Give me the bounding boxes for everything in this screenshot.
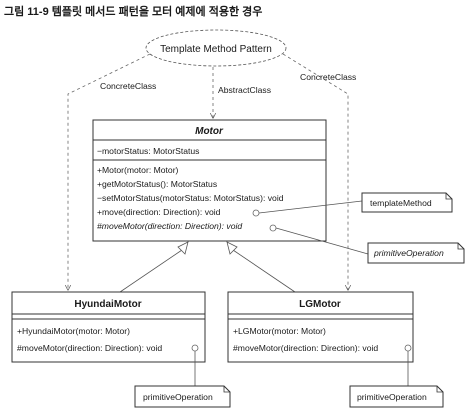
pattern-ellipse	[145, 29, 287, 67]
note-primitive-operation-hyundai: primitiveOperation	[134, 385, 231, 408]
connector-circle	[404, 344, 412, 352]
motor-operation: +move(direction: Direction): void	[97, 207, 221, 217]
hyundai-operation: #moveMotor(direction: Direction): void	[17, 343, 162, 353]
figure-caption: 그림 11-9 템플릿 메서드 패턴을 모터 예제에 적용한 경우	[4, 4, 262, 18]
lg-motor-class: LGMotor +LGMotor(motor: Motor) #moveMoto…	[227, 291, 414, 363]
lg-operation: +LGMotor(motor: Motor)	[233, 326, 326, 336]
motor-operation: +getMotorStatus(): MotorStatus	[97, 179, 217, 189]
inheritance-arrowhead	[177, 241, 189, 255]
hyundai-motor-class: HyundaiMotor +HyundaiMotor(motor: Motor)…	[11, 291, 206, 363]
note-link	[258, 200, 363, 214]
inheritance-line-lg	[232, 249, 296, 293]
lg-motor-class-name: LGMotor	[299, 299, 341, 310]
role-line-left	[68, 53, 151, 290]
role-label-middle: AbstractClass	[218, 85, 271, 95]
note-primitive-operation-lg-text: primitiveOperation	[357, 392, 427, 402]
hyundai-operation: +HyundaiMotor(motor: Motor)	[17, 326, 130, 336]
motor-attribute: −motorStatus: MotorStatus	[97, 146, 199, 156]
note-template-method-text: templateMethod	[370, 198, 432, 208]
role-line-right	[282, 53, 348, 290]
motor-operation: −setMotorStatus(motorStatus: MotorStatus…	[97, 193, 284, 203]
motor-class-name: Motor	[195, 126, 224, 137]
pattern-name: Template Method Pattern	[160, 44, 272, 55]
lg-operation: #moveMotor(direction: Direction): void	[233, 343, 378, 353]
motor-class: Motor −motorStatus: MotorStatus +Motor(m…	[92, 119, 327, 242]
inheritance-arrowhead	[226, 241, 238, 255]
note-primitive-operation-motor: primitiveOperation	[367, 242, 465, 264]
hyundai-motor-class-name: HyundaiMotor	[74, 299, 141, 310]
motor-operation-abstract: #moveMotor(direction: Direction): void	[97, 221, 242, 231]
role-label-right: ConcreteClass	[300, 72, 356, 82]
connector-circle	[252, 209, 260, 217]
inheritance-line-hyundai	[119, 249, 183, 293]
note-primitive-operation-lg: primitiveOperation	[349, 385, 444, 408]
motor-operation: +Motor(motor: Motor)	[97, 165, 179, 175]
note-primitive-operation-hyundai-text: primitiveOperation	[143, 392, 213, 402]
connector-circle	[191, 344, 199, 352]
note-template-method: templateMethod	[361, 192, 453, 213]
role-label-left: ConcreteClass	[100, 81, 156, 91]
note-primitive-operation-motor-text: primitiveOperation	[373, 248, 444, 258]
connector-circle	[269, 224, 277, 232]
note-link	[275, 227, 369, 255]
